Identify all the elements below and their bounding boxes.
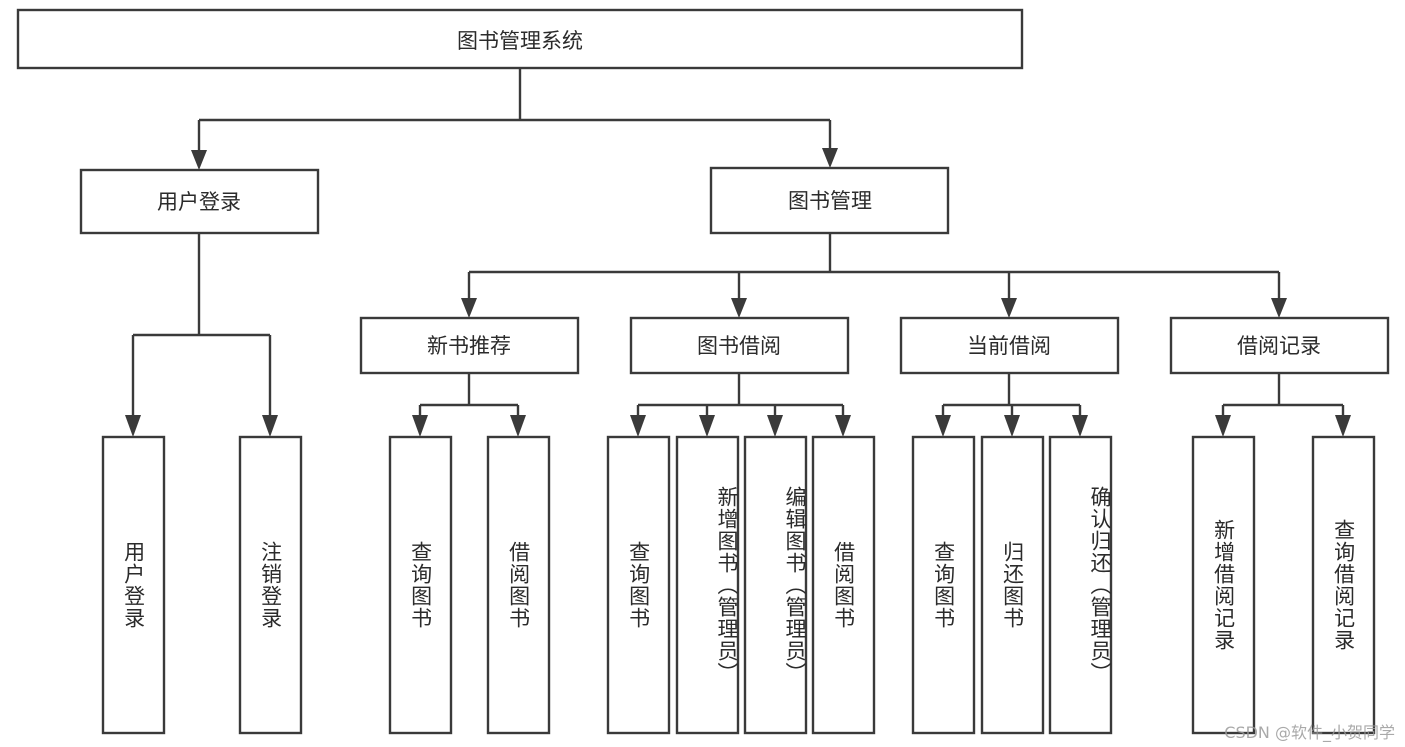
leaf-box-confirm-return[interactable] xyxy=(1048,435,1113,735)
arrow-head-leaf-user-login xyxy=(125,415,141,437)
leaf-box-user-login[interactable] xyxy=(101,435,166,735)
arrow-head-leaf-add-book xyxy=(699,415,715,437)
node-user-login[interactable] xyxy=(79,168,320,235)
leaf-box-query-book-borrow[interactable] xyxy=(606,435,671,735)
node-new-book-recommend[interactable] xyxy=(359,316,580,375)
arrow-head-leaf-query-book-2 xyxy=(630,415,646,437)
label-book-borrow: 图书借阅 xyxy=(697,334,781,358)
node-box-layer xyxy=(16,8,1390,735)
csdn-watermark: CSDN @软件_小贺同学 xyxy=(1224,723,1395,742)
label-new-book-recommend: 新书推荐 xyxy=(427,334,511,358)
arrow-head-leaf-borrow-book-2 xyxy=(835,415,851,437)
arrow-head-leaf-return-book xyxy=(1004,415,1020,437)
arrow-head-current-borrow xyxy=(1001,298,1017,318)
node-book-manage[interactable] xyxy=(709,166,950,235)
arrow-head-leaf-confirm-return xyxy=(1072,415,1088,437)
connector-layer xyxy=(125,68,1351,437)
leaf-box-borrow-book-recommend[interactable] xyxy=(486,435,551,735)
arrow-head-user-login xyxy=(191,150,207,170)
arrow-head-book-manage xyxy=(822,148,838,168)
leaf-box-query-book-current[interactable] xyxy=(911,435,976,735)
leaf-box-logout[interactable] xyxy=(238,435,303,735)
leaf-box-add-book[interactable] xyxy=(675,435,740,735)
node-book-borrow[interactable] xyxy=(629,316,850,375)
node-borrow-record[interactable] xyxy=(1169,316,1390,375)
node-root-book-system[interactable] xyxy=(16,8,1024,70)
arrow-head-leaf-query-record xyxy=(1335,415,1351,437)
arrow-head-leaf-borrow-book-1 xyxy=(510,415,526,437)
arrow-head-leaf-logout xyxy=(262,415,278,437)
label-root-book-system: 图书管理系统 xyxy=(457,29,583,53)
arrow-head-new-book xyxy=(461,298,477,318)
arrow-head-book-borrow xyxy=(731,298,747,318)
leaf-box-borrow-book[interactable] xyxy=(811,435,876,735)
arrow-head-leaf-edit-book xyxy=(767,415,783,437)
node-current-borrow[interactable] xyxy=(899,316,1120,375)
label-book-manage: 图书管理 xyxy=(788,189,872,213)
leaf-box-return-book[interactable] xyxy=(980,435,1045,735)
arrow-head-leaf-query-book-1 xyxy=(412,415,428,437)
leaf-box-query-book-recommend[interactable] xyxy=(388,435,453,735)
leaf-box-edit-book[interactable] xyxy=(743,435,808,735)
label-user-login: 用户登录 xyxy=(157,190,241,214)
arrow-head-leaf-query-book-3 xyxy=(935,415,951,437)
arrow-head-borrow-record xyxy=(1271,298,1287,318)
leaf-box-query-borrow-record[interactable] xyxy=(1311,435,1376,735)
label-current-borrow: 当前借阅 xyxy=(967,334,1051,358)
arrow-head-leaf-add-record xyxy=(1215,415,1231,437)
leaf-box-add-borrow-record[interactable] xyxy=(1191,435,1256,735)
label-borrow-record: 借阅记录 xyxy=(1237,334,1321,358)
node-label-layer: 图书管理系统 用户登录 图书管理 新书推荐 图书借阅 当前借阅 借阅记录 xyxy=(157,29,1321,358)
